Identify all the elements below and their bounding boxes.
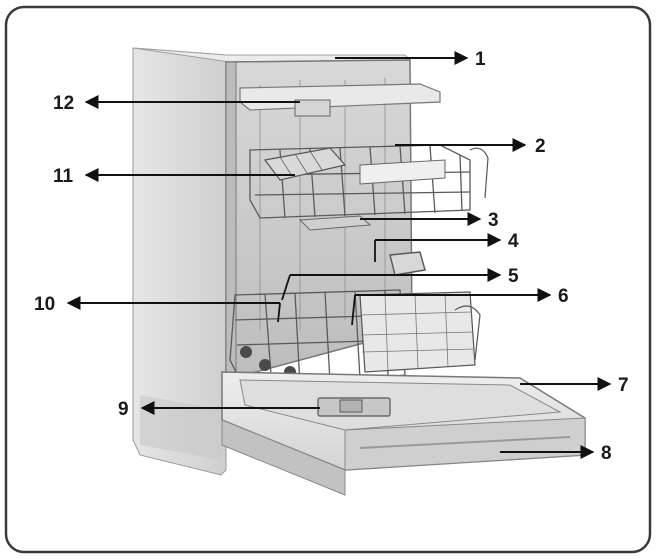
callout-number-12: 12 <box>53 93 74 114</box>
callout-number-8: 8 <box>601 443 612 464</box>
callout-number-3: 3 <box>488 210 499 231</box>
door-inner-panel <box>239 379 562 431</box>
upper-spray-arm <box>298 215 372 231</box>
callout-number-9: 9 <box>118 399 129 420</box>
callout-number-11: 11 <box>53 166 74 187</box>
dishwasher-illustration <box>132 47 586 496</box>
callout-number-7: 7 <box>618 375 629 396</box>
side-tines <box>454 147 489 361</box>
door-handle-line <box>359 436 571 449</box>
tub-frame <box>225 61 237 383</box>
side-panel-base <box>140 395 222 460</box>
folding-cup-rack <box>263 147 347 181</box>
callout-number-1: 1 <box>475 49 486 70</box>
callout-numbers: 1 2 3 4 5 6 7 8 9 10 11 12 <box>34 49 629 464</box>
callout-connectors <box>277 240 376 326</box>
cutlery-tray-clip <box>294 99 331 117</box>
handle-bracket <box>389 251 426 276</box>
callout-number-10: 10 <box>34 294 55 315</box>
cup-shelf <box>359 159 446 185</box>
cutlery-basket-grid <box>359 292 475 371</box>
callout-number-5: 5 <box>508 266 519 287</box>
callout-number-6: 6 <box>558 286 569 307</box>
cutlery-basket <box>359 291 476 373</box>
tub-ribs <box>259 78 386 330</box>
rinse-aid-dispenser <box>339 399 363 413</box>
kick-plate <box>221 419 346 496</box>
callout-arrows <box>66 51 612 459</box>
callout-number-4: 4 <box>508 231 519 252</box>
callout-number-2: 2 <box>535 136 546 157</box>
folding-cup-rack-grid <box>279 150 323 177</box>
